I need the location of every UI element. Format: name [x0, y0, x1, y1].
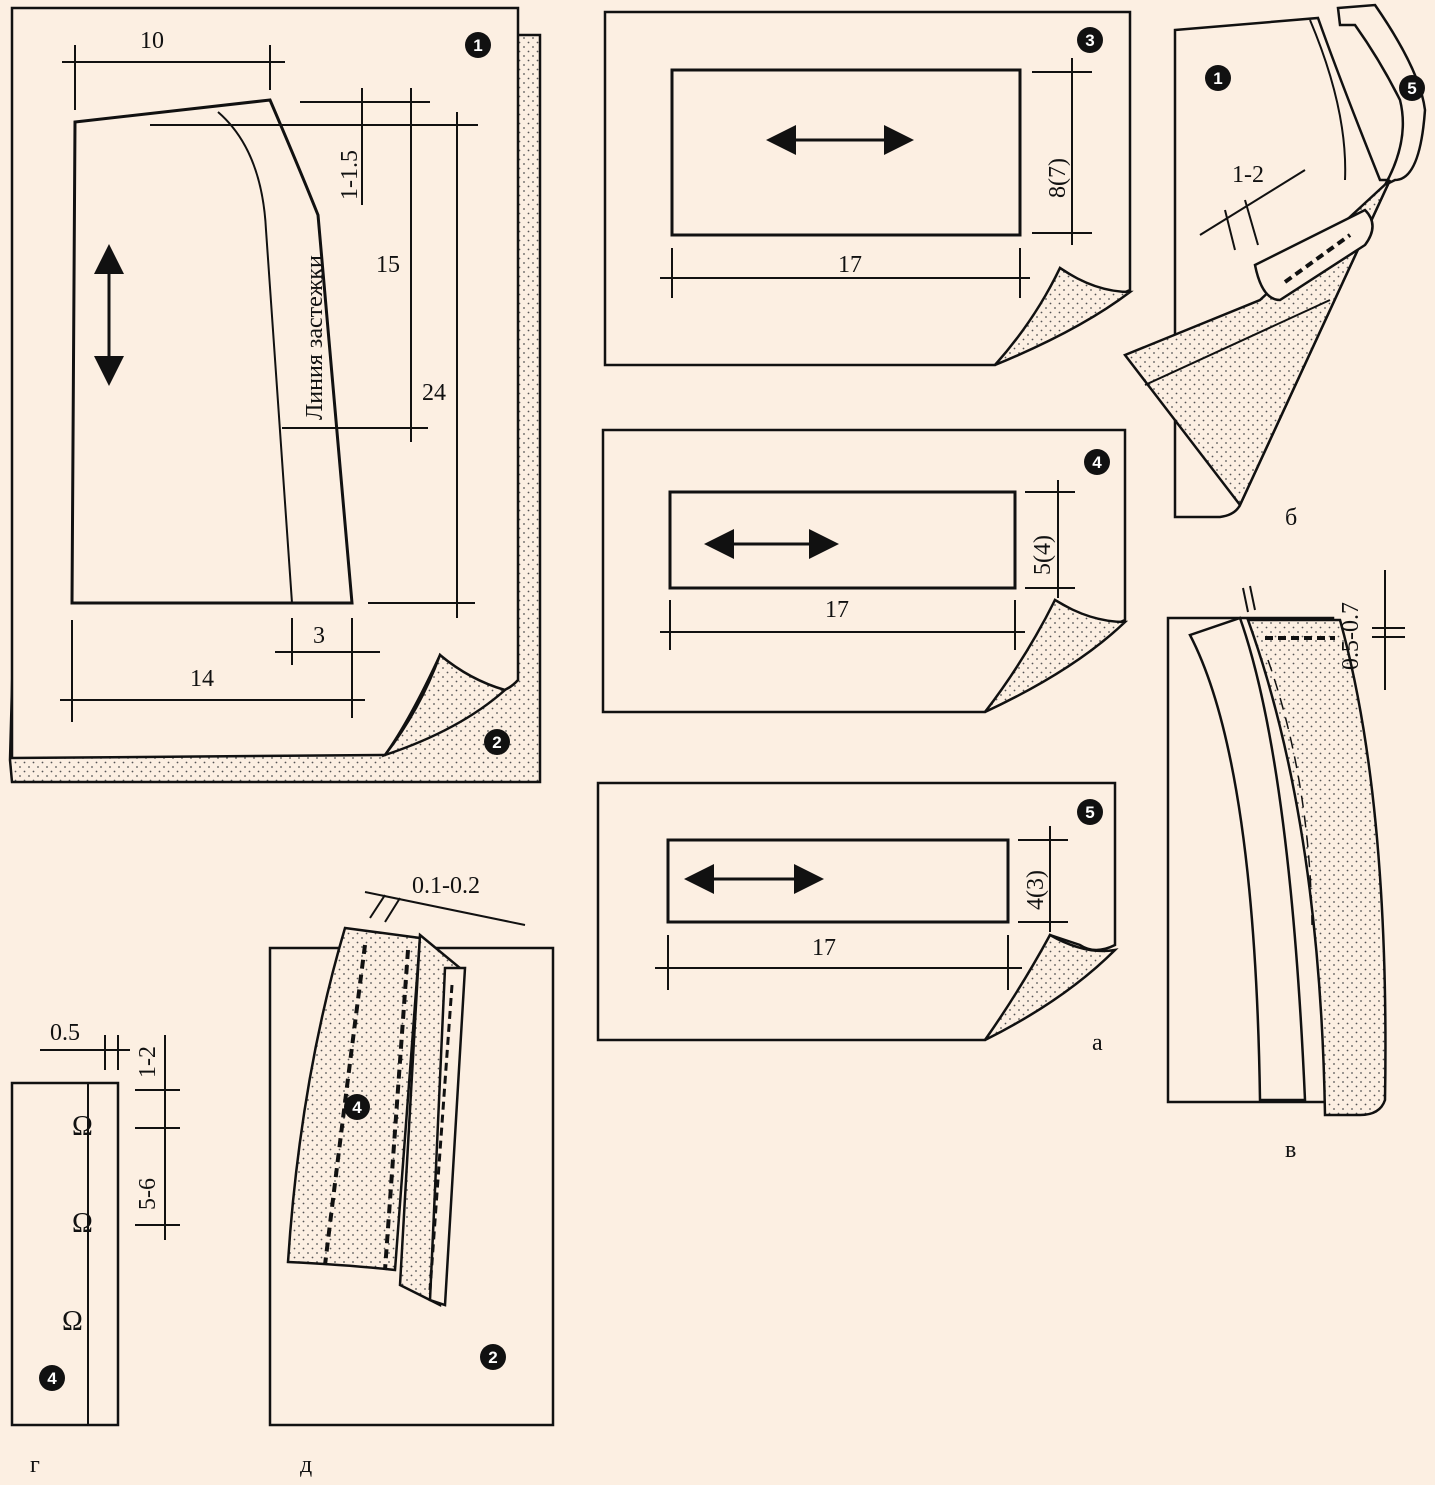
dim-top: 1-2	[135, 1046, 161, 1078]
svg-text:1: 1	[473, 36, 482, 55]
dim-width: 17	[838, 252, 862, 278]
dim-top-width: 10	[140, 28, 164, 54]
badge-strip-4: 4	[344, 1094, 370, 1120]
page-curl	[994, 266, 1134, 367]
panel-g: Ω Ω Ω 0.5 1-2 5-6 4 г	[10, 1020, 180, 1478]
strip	[1246, 618, 1387, 1117]
badge-sheet-4: 4	[1084, 449, 1110, 475]
panel-v: 0.5-0.7 в	[1166, 570, 1405, 1163]
dim-height: 8(7)	[1045, 158, 1071, 198]
skirt-piece-outline	[70, 98, 354, 605]
caption-d: д	[300, 1452, 312, 1478]
caption-b: б	[1285, 505, 1297, 531]
dim-b: 1-2	[1232, 162, 1264, 188]
svg-text:4: 4	[1092, 453, 1102, 472]
badge-sheet-3: 3	[1077, 27, 1103, 53]
badge-piece-2: 2	[480, 1344, 506, 1370]
panel-d: 0.1-0.2 4 2 д	[268, 873, 555, 1478]
svg-text:2: 2	[488, 1348, 497, 1367]
fastener-line-label: Линия застежки	[302, 255, 328, 420]
dim-bottom-width: 14	[190, 666, 214, 692]
dim-spacing: 5-6	[135, 1178, 161, 1210]
dim-height: 5(4)	[1030, 535, 1056, 575]
svg-text:1: 1	[1213, 69, 1222, 88]
dim-d: 0.1-0.2	[412, 873, 480, 899]
badge-strip-5: 5	[1399, 75, 1425, 101]
caption-g: г	[30, 1452, 40, 1478]
svg-text:4: 4	[352, 1098, 362, 1117]
svg-text:5: 5	[1407, 79, 1416, 98]
sheet-4: 5(4) 17 4	[601, 428, 1129, 714]
dim-width: 17	[812, 935, 836, 961]
sheet-3: 8(7) 17 3	[603, 10, 1134, 367]
sheet-1-skirt-pattern: 10 1-1.5 15 24 Линия застежки 3 14 1 2	[8, 6, 542, 784]
panel-b: 1-2 1 5 б	[1123, 3, 1427, 531]
svg-text:4: 4	[47, 1369, 57, 1388]
dim-total-length: 24	[422, 380, 446, 406]
badge-sheet-1: 1	[465, 32, 491, 58]
dim-width: 17	[825, 597, 849, 623]
caption-a: а	[1092, 1030, 1103, 1056]
dim-bottom-allowance: 3	[313, 623, 325, 649]
page-curl	[984, 598, 1129, 714]
badge-sheet-2: 2	[484, 729, 510, 755]
badge-sheet-5: 5	[1077, 799, 1103, 825]
dim-top-drop: 1-1.5	[337, 150, 363, 200]
hook-icon: Ω	[62, 1306, 83, 1337]
sheet-5: 4(3) 17 5	[596, 781, 1119, 1042]
svg-text:3: 3	[1085, 31, 1094, 50]
svg-text:2: 2	[492, 733, 501, 752]
svg-text:5: 5	[1085, 803, 1094, 822]
dim-height: 4(3)	[1023, 870, 1049, 910]
hook-icon: Ω	[72, 1208, 93, 1239]
page-curl	[381, 652, 508, 758]
badge-4: 4	[39, 1365, 65, 1391]
badge-piece-1: 1	[1205, 65, 1231, 91]
page-curl	[983, 933, 1119, 1042]
dim-fastener-length: 15	[376, 252, 400, 278]
caption-v: в	[1285, 1137, 1296, 1163]
dim-v: 0.5-0.7	[1338, 602, 1364, 670]
hook-icon: Ω	[72, 1111, 93, 1142]
fastener-line	[217, 111, 293, 604]
dim-edge: 0.5	[50, 1020, 80, 1046]
